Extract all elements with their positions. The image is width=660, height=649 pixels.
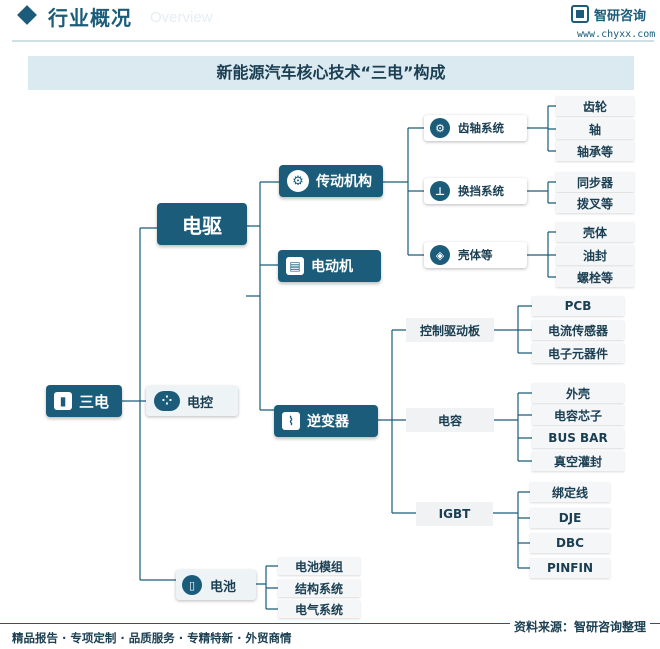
diagram-title: 新能源汽车核心技术“三电”构成 [28, 56, 634, 90]
motor-icon: ▤ [286, 257, 304, 275]
gear-icon: ⚙ [430, 118, 450, 138]
logo-icon [571, 5, 589, 23]
node-electric-control: ⁘ 电控 [146, 386, 238, 416]
inverter-label: 逆变器 [307, 414, 349, 430]
electric-control-label: 电控 [187, 395, 214, 411]
source-note: 资料来源：智研咨询整理 [510, 618, 651, 635]
leaf-pcb: PCB [532, 296, 624, 316]
leaf-oil-seal: 油封 [556, 245, 634, 265]
leaf-synchronizer: 同步器 [556, 172, 634, 192]
leaf-battery-module: 电池模组 [278, 557, 360, 575]
leaf-casing: 外壳 [532, 383, 624, 403]
battery-label: 电池 [210, 579, 237, 595]
node-shift-system: ⊥ 换挡系统 [424, 178, 527, 204]
leaf-electronic-components: 电子元器件 [532, 343, 624, 363]
section-title: 行业概况 [48, 6, 132, 30]
leaf-capacitor-core: 电容芯子 [532, 405, 624, 425]
node-inverter: ⌇ 逆变器 [274, 405, 378, 437]
logo-url: www.chyxx.com [577, 29, 656, 40]
gear-shaft-label: 齿轴系统 [458, 121, 504, 135]
transmission-label: 传动机构 [316, 174, 372, 190]
node-housing: ◈ 壳体等 [424, 242, 527, 268]
node-gear-shaft-system: ⚙ 齿轴系统 [424, 115, 527, 141]
leaf-housing-shell: 壳体 [556, 222, 634, 242]
battery-icon: ▮ [54, 392, 72, 410]
box-icon: ◈ [430, 245, 450, 265]
leaf-gear: 齿轮 [556, 96, 634, 116]
leaf-bolt: 螺栓等 [556, 267, 634, 287]
leaf-dje: DJE [530, 508, 610, 528]
leaf-shaft: 轴 [556, 119, 634, 139]
battery-icon: ▯ [182, 575, 202, 595]
circuit-icon: ⁘ [154, 391, 180, 411]
node-control-driver-board: 控制驱动板 [406, 318, 494, 342]
shift-system-label: 换挡系统 [458, 184, 504, 198]
footer-divider [0, 623, 660, 624]
leaf-vacuum-potting: 真空灌封 [532, 451, 624, 471]
footer-tags: 精品报告 · 专项定制 · 品质服务 · 专精特新 · 外贸商情 [12, 631, 292, 645]
leaf-shift-fork: 拨叉等 [556, 193, 634, 213]
leaf-structural-system: 结构系统 [278, 579, 360, 597]
root-node-three-electric: ▮ 三电 [46, 385, 122, 417]
node-capacitor: 电容 [406, 408, 494, 432]
leaf-current-sensor: 电流传感器 [532, 320, 624, 340]
root-label: 三电 [79, 392, 110, 411]
node-motor: ▤ 电动机 [278, 250, 381, 282]
logo-name: 智研咨询 [594, 9, 647, 24]
motor-label: 电动机 [311, 259, 353, 275]
leaf-bearing: 轴承等 [556, 141, 634, 161]
leaf-bus-bar: BUS BAR [532, 428, 624, 448]
node-igbt: IGBT [416, 502, 493, 526]
node-electric-drive: 电驱 [157, 203, 247, 245]
leaf-pinfin: PINFIN [530, 558, 610, 578]
leaf-dbc: DBC [530, 533, 610, 553]
housing-label: 壳体等 [458, 248, 493, 262]
gear-icon: ⚙ [287, 170, 309, 192]
leaf-electrical-system: 电气系统 [278, 600, 360, 618]
node-battery: ▯ 电池 [176, 570, 256, 600]
node-transmission: ⚙ 传动机构 [279, 165, 383, 197]
electric-drive-label: 电驱 [182, 213, 222, 238]
shifter-icon: ⊥ [430, 181, 450, 201]
header-divider [12, 40, 654, 42]
chart-icon: ⌇ [282, 412, 300, 430]
leaf-bonding-wire: 绑定线 [530, 482, 610, 502]
section-title-watermark: Overview [150, 9, 213, 26]
